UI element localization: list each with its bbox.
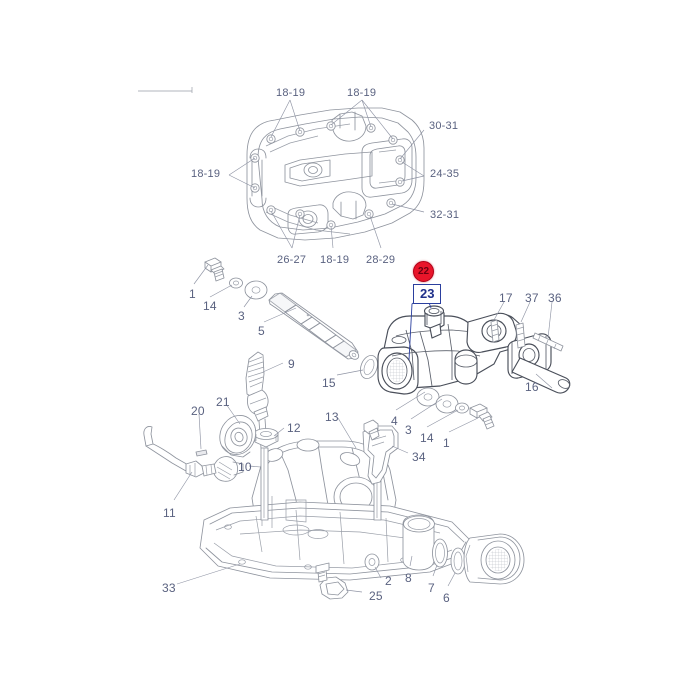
part-label-1b: 1 xyxy=(443,436,450,450)
rod-16 xyxy=(511,357,571,394)
pin-37 xyxy=(515,322,526,349)
bolt-1 xyxy=(204,257,225,282)
part-label-21: 21 xyxy=(216,395,230,409)
shaft-5 xyxy=(268,292,360,360)
part-label-25: 25 xyxy=(369,589,383,603)
part-label-11: 11 xyxy=(163,506,176,520)
part-label-13: 13 xyxy=(325,410,339,424)
washer-14 xyxy=(229,277,243,289)
part-label-4: 4 xyxy=(391,414,398,428)
pin-20 xyxy=(195,449,208,457)
part-label-34: 34 xyxy=(412,450,426,464)
ring-6 xyxy=(450,547,466,575)
part-label-10: 10 xyxy=(238,460,252,474)
stud-23 xyxy=(423,305,445,339)
shaft-leaders xyxy=(193,264,364,376)
part-label-1: 1 xyxy=(189,287,196,301)
right-hardware xyxy=(362,387,495,485)
callout-24-35: 24-35 xyxy=(430,168,460,180)
callout-18-19-c: 18-19 xyxy=(191,168,221,180)
highlight-badge-22[interactable]: 22 xyxy=(413,261,434,282)
part-label-3: 3 xyxy=(238,309,245,323)
top-housing-assembly xyxy=(228,99,425,249)
highlight-box-23[interactable]: 23 xyxy=(413,284,442,305)
bearing-carrier xyxy=(463,533,525,585)
rollpin-36 xyxy=(532,332,564,352)
transmission-housing-13 xyxy=(176,417,471,600)
ring-7 xyxy=(432,538,448,568)
sleeve-8 xyxy=(402,514,435,571)
part-label-5: 5 xyxy=(258,324,265,338)
shaft-assembly xyxy=(193,257,378,380)
part-label-9: 9 xyxy=(288,357,295,371)
top-leaders xyxy=(228,99,425,249)
part-label-17: 17 xyxy=(499,291,513,305)
part-label-6: 6 xyxy=(443,591,450,605)
callout-32-31: 32-31 xyxy=(430,209,460,221)
part-label-7: 7 xyxy=(428,581,435,595)
boot-21 xyxy=(219,415,257,458)
scale-bar xyxy=(138,87,193,93)
callout-18-19-a: 18-19 xyxy=(276,87,306,99)
callout-28-29: 28-29 xyxy=(366,254,396,266)
part-label-15: 15 xyxy=(322,376,336,390)
washer-14b xyxy=(455,402,469,414)
part-label-12: 12 xyxy=(287,421,301,435)
sensor-assembly xyxy=(143,403,367,501)
callout-30-31: 30-31 xyxy=(429,120,459,132)
part-label-2: 2 xyxy=(385,574,392,588)
callout-18-19-b: 18-19 xyxy=(347,87,377,99)
cable-11 xyxy=(143,426,217,478)
part-label-16: 16 xyxy=(525,380,539,394)
bolt-1b xyxy=(469,403,495,430)
washer-3 xyxy=(244,280,268,300)
bracket-34 xyxy=(362,419,399,485)
part-label-36: 36 xyxy=(548,291,562,305)
part-label-20: 20 xyxy=(191,404,205,418)
callout-18-19-d: 18-19 xyxy=(320,254,350,266)
pin-17 xyxy=(490,319,500,343)
washer-2 xyxy=(364,553,380,571)
part-label-14: 14 xyxy=(203,299,217,313)
bracket-25 xyxy=(315,562,349,600)
part-label-33: 33 xyxy=(162,581,176,595)
part-label-8: 8 xyxy=(405,571,412,585)
bearing-stack xyxy=(402,514,525,587)
part-label-3b: 3 xyxy=(405,423,412,437)
callout-26-27: 26-27 xyxy=(277,254,307,266)
flex-cable-9 xyxy=(245,351,285,449)
part-label-14b: 14 xyxy=(420,431,434,445)
lift-arm-housing-highlighted xyxy=(377,297,571,395)
bolt-holes xyxy=(250,121,405,230)
seal-15 xyxy=(360,354,378,380)
part-label-37: 37 xyxy=(525,291,539,305)
washer-3b xyxy=(435,394,459,414)
nut-12 xyxy=(253,428,279,448)
